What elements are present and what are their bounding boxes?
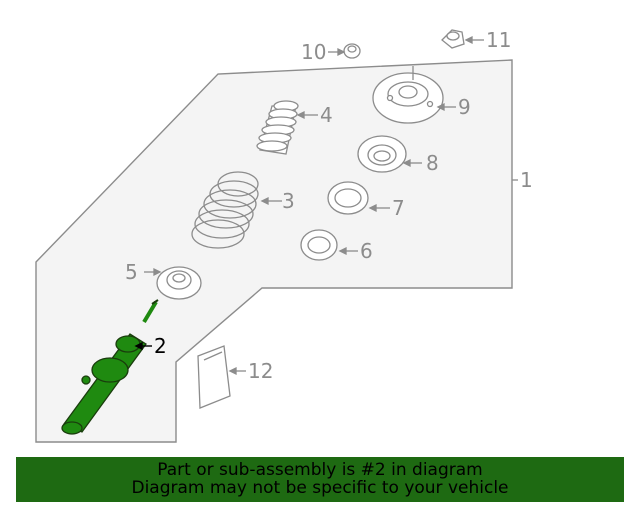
info-banner: Part or sub-assembly is #2 in diagram Di…: [16, 457, 624, 502]
callout-7: 7: [392, 196, 405, 220]
callout-5: 5: [125, 260, 138, 284]
banner-line-1: Part or sub-assembly is #2 in diagram: [157, 460, 483, 480]
callout-9: 9: [458, 95, 471, 119]
parts-diagram: 1 3 4 5 6 7 8 9 10 11 12 2: [35, 28, 533, 443]
callout-2: 2: [154, 334, 167, 358]
callout-leaders: [144, 35, 518, 376]
upper-spring-seat-part[interactable]: [357, 135, 407, 173]
callout-4: 4: [320, 103, 333, 127]
callout-12: 12: [248, 359, 273, 383]
banner-line-2: Diagram may not be specific to your vehi…: [131, 478, 509, 498]
callout-6: 6: [360, 239, 373, 263]
lower-insulator-part[interactable]: [300, 229, 338, 261]
bumper-part[interactable]: [156, 266, 202, 300]
callout-11: 11: [486, 28, 511, 52]
callout-1: 1: [520, 168, 533, 192]
nut-part[interactable]: [343, 43, 361, 59]
callout-3: 3: [282, 189, 295, 213]
mount-nut-part[interactable]: [441, 29, 465, 49]
callout-8: 8: [426, 151, 439, 175]
callout-10: 10: [301, 40, 326, 64]
dust-boot-part[interactable]: [256, 100, 299, 155]
label-part[interactable]: [197, 345, 231, 409]
strut-mount-part[interactable]: [372, 66, 444, 124]
shock-absorber-part[interactable]: [61, 299, 159, 435]
coil-spring-part[interactable]: [191, 171, 259, 249]
highlighted-leader: [134, 341, 152, 351]
upper-insulator-part[interactable]: [327, 181, 369, 215]
